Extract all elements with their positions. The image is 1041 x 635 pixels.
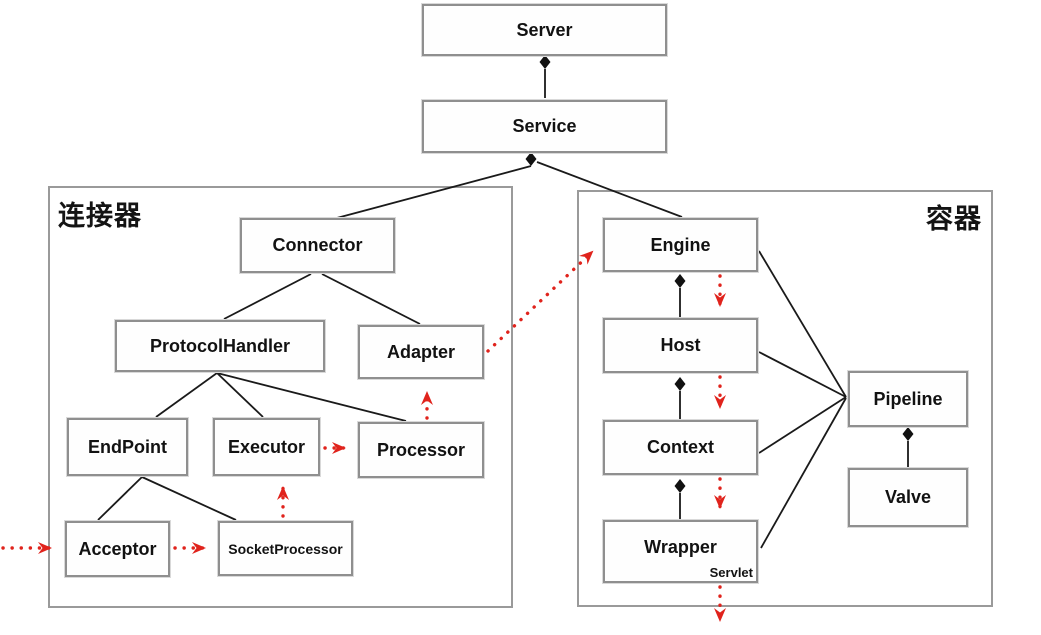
node-valve: Valve <box>848 468 968 527</box>
node-acceptor: Acceptor <box>65 521 170 577</box>
node-service: Service <box>422 100 667 153</box>
wrapper-label: Wrapper <box>644 537 717 557</box>
node-wrapper: Wrapper Servlet <box>603 520 758 583</box>
composition-diamond-icon <box>525 55 914 493</box>
node-server: Server <box>422 4 667 56</box>
structure-lines <box>97 69 909 549</box>
node-host: Host <box>603 318 758 373</box>
node-endpoint: EndPoint <box>67 418 188 476</box>
node-socket-processor: SocketProcessor <box>218 521 353 576</box>
connector-panel-label: 连接器 <box>58 201 142 231</box>
servlet-label: Servlet <box>709 565 753 580</box>
node-executor: Executor <box>213 418 320 476</box>
container-panel-label: 容器 <box>926 204 982 234</box>
container-panel <box>577 190 993 607</box>
node-protocol-handler: ProtocolHandler <box>115 320 325 372</box>
node-engine: Engine <box>603 218 758 272</box>
request-flow-arrows <box>1 250 726 622</box>
node-adapter: Adapter <box>358 325 484 379</box>
node-processor: Processor <box>358 422 484 478</box>
node-context: Context <box>603 420 758 475</box>
node-pipeline: Pipeline <box>848 371 968 427</box>
node-connector: Connector <box>240 218 395 273</box>
connector-panel <box>48 186 513 608</box>
